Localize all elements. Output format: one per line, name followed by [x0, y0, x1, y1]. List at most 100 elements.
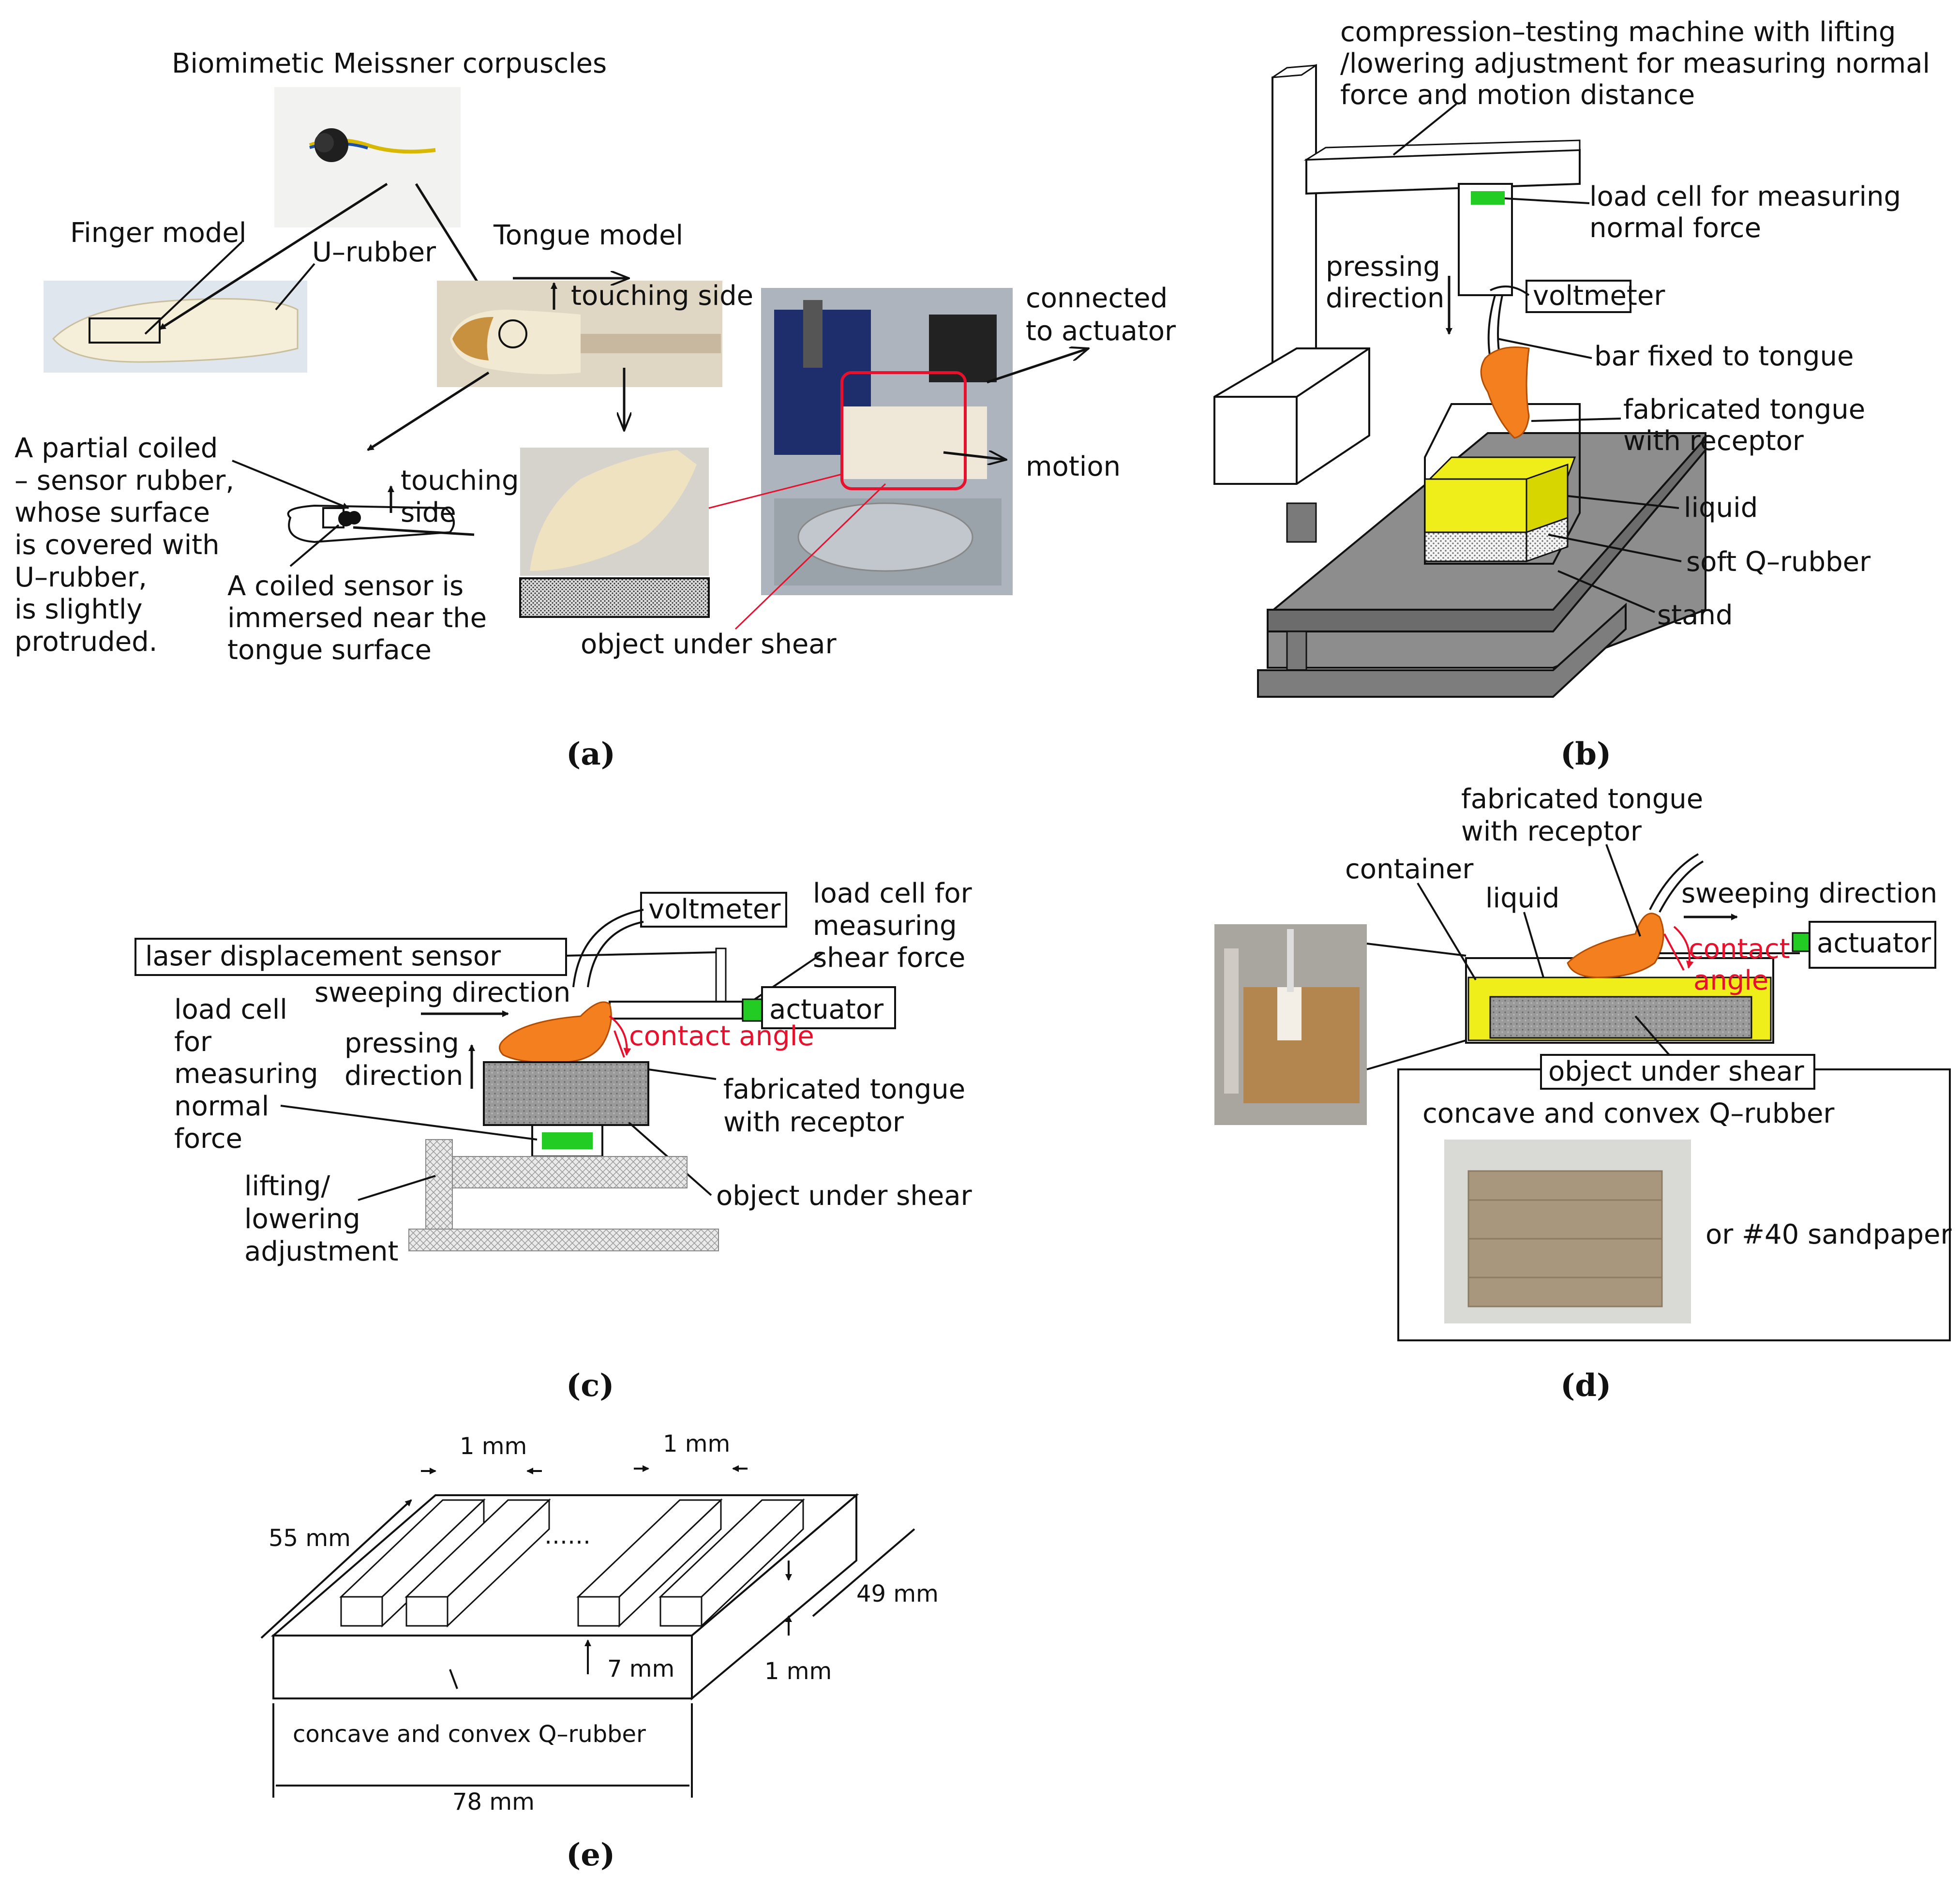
e-concave: concave and convex Q–rubber — [293, 1721, 646, 1748]
d-or-sandpaper: or #40 sandpaper — [1706, 1219, 1952, 1250]
b-fab-leader — [1531, 418, 1621, 422]
a-touching-side-top: touching side — [571, 280, 753, 312]
c-laser: laser displacement sensor — [145, 941, 501, 972]
panel-d: fabricated tongue with receptor containe… — [1214, 783, 1952, 1404]
c-normal-loadcell — [542, 1132, 593, 1149]
e-slab-front — [272, 1635, 693, 1699]
a-partial-6: is slightly — [15, 594, 143, 625]
d-angle: angle — [1693, 965, 1768, 996]
d-liquid: liquid — [1485, 883, 1559, 914]
c-contact-angle: contact angle — [629, 1021, 814, 1052]
e-dots: …… — [544, 1522, 591, 1549]
c-bar — [609, 1001, 744, 1020]
a-connected: connected — [1026, 283, 1167, 314]
c-wires — [572, 909, 644, 988]
c-loadcell-shear-3: shear force — [813, 942, 965, 974]
e-ridges — [339, 1498, 805, 1628]
a-actuator-arrow — [987, 348, 1089, 384]
c-lifting-3: adjustment — [244, 1236, 399, 1267]
a-finger-leader — [144, 241, 243, 335]
c-fab-1: fabricated tongue — [723, 1074, 965, 1105]
c-laser-sensor — [715, 947, 727, 1003]
e-dim-7: 7 mm — [607, 1655, 674, 1682]
b-voltmeter: voltmeter — [1533, 280, 1665, 312]
a-finger-model: Finger model — [70, 217, 246, 249]
a-object-under-shear: object under shear — [581, 629, 837, 660]
b-loadcell-leader — [1504, 197, 1590, 204]
d-caption: (d) — [1560, 1367, 1611, 1404]
a-title: Biomimetic Meissner corpuscles — [172, 48, 607, 79]
c-fab-2: with receptor — [723, 1107, 904, 1138]
a-touching: touching — [401, 465, 519, 496]
c-loadcell-normal-3: measuring — [174, 1058, 318, 1090]
d-fab-2: with receptor — [1461, 816, 1642, 847]
b-bar-leader — [1497, 338, 1592, 359]
b-liquid: liquid — [1684, 492, 1758, 524]
e-dim-55-line — [260, 1499, 412, 1639]
panel-b: compression–testing machine with lifting… — [1213, 16, 1930, 772]
d-wires — [1649, 853, 1704, 913]
a-caption: (a) — [566, 736, 615, 772]
b-bar-fixed: bar fixed to tongue — [1594, 341, 1854, 372]
b-fab-2: with receptor — [1623, 425, 1804, 457]
a-side: side — [401, 497, 456, 528]
b-caption: (b) — [1560, 736, 1611, 772]
a-motion-arrow — [943, 452, 1006, 460]
a-to-actuator: to actuator — [1026, 315, 1176, 347]
a-partial-7: protruded. — [15, 626, 157, 658]
b-direction: direction — [1326, 283, 1444, 314]
c-loadcell-normal-5: force — [174, 1123, 242, 1155]
a-partial-leader — [232, 460, 349, 509]
d-object-under-shear: object under shear — [1548, 1056, 1805, 1087]
b-loadcell-2: normal force — [1589, 212, 1761, 244]
d-container: container — [1345, 854, 1474, 885]
a-sketch-wire — [353, 526, 475, 536]
b-softq-leader — [1548, 534, 1682, 562]
d-concave: concave and convex Q–rubber — [1422, 1098, 1835, 1129]
c-direction: direction — [344, 1060, 463, 1092]
a-urubber-leader — [275, 263, 315, 311]
tongue-photo — [437, 281, 722, 387]
b-column-front — [1272, 64, 1317, 381]
b-liquid-leader — [1567, 495, 1679, 509]
tongue-object-photo — [520, 448, 709, 576]
a-coiled-3: tongue surface — [227, 634, 432, 666]
a-motion: motion — [1026, 451, 1121, 482]
d-loadcell — [1792, 932, 1810, 952]
a-partial-5: U–rubber, — [15, 562, 147, 593]
c-pressing: pressing — [344, 1028, 459, 1059]
d-object-label-box — [1540, 1054, 1815, 1090]
b-loadcell-green — [1471, 191, 1505, 205]
c-contact-arc — [609, 1015, 631, 1056]
c-caption: (c) — [566, 1367, 614, 1404]
a-partial-4: is covered with — [15, 529, 220, 561]
a-coiled-leader — [289, 524, 340, 567]
panel-e: 1 mm 1 mm …… 55 mm 49 mm 7 — [260, 1430, 939, 1873]
c-shear-loadcell — [742, 998, 763, 1022]
panel-c: voltmeter load cell for measuring shear … — [135, 878, 973, 1404]
c-tongue — [499, 1001, 612, 1064]
c-loadcell-normal-1: load cell — [174, 994, 287, 1025]
a-zoom-arrow — [367, 371, 490, 451]
c-lift-top — [425, 1156, 688, 1188]
d-contact: contact — [1689, 933, 1790, 965]
d-object-block — [1489, 996, 1752, 1039]
d-photo — [1214, 924, 1367, 1125]
c-lift-column — [425, 1139, 453, 1244]
b-soft-qrubber — [1424, 531, 1527, 562]
c-loadcell-normal-2: for — [174, 1026, 212, 1058]
b-voltmeter-box — [1526, 280, 1631, 313]
b-base-box — [1213, 347, 1370, 485]
a-meissner-to-finger — [159, 182, 388, 330]
panel-a: Biomimetic Meissner corpuscles Finger mo… — [15, 48, 1176, 772]
c-object — [483, 1061, 649, 1126]
b-soft-q: soft Q–rubber — [1686, 546, 1871, 578]
c-voltmeter: voltmeter — [648, 894, 781, 925]
e-dim-1mm-c: 1 mm — [764, 1658, 832, 1685]
a-red-line-2 — [734, 483, 886, 630]
a-tongue-sketch — [287, 504, 455, 543]
e-dim-55: 55 mm — [269, 1525, 351, 1552]
b-machine-1: compression–testing machine with lifting — [1340, 16, 1896, 48]
c-actuator: actuator — [769, 994, 884, 1025]
b-container — [1424, 403, 1581, 565]
